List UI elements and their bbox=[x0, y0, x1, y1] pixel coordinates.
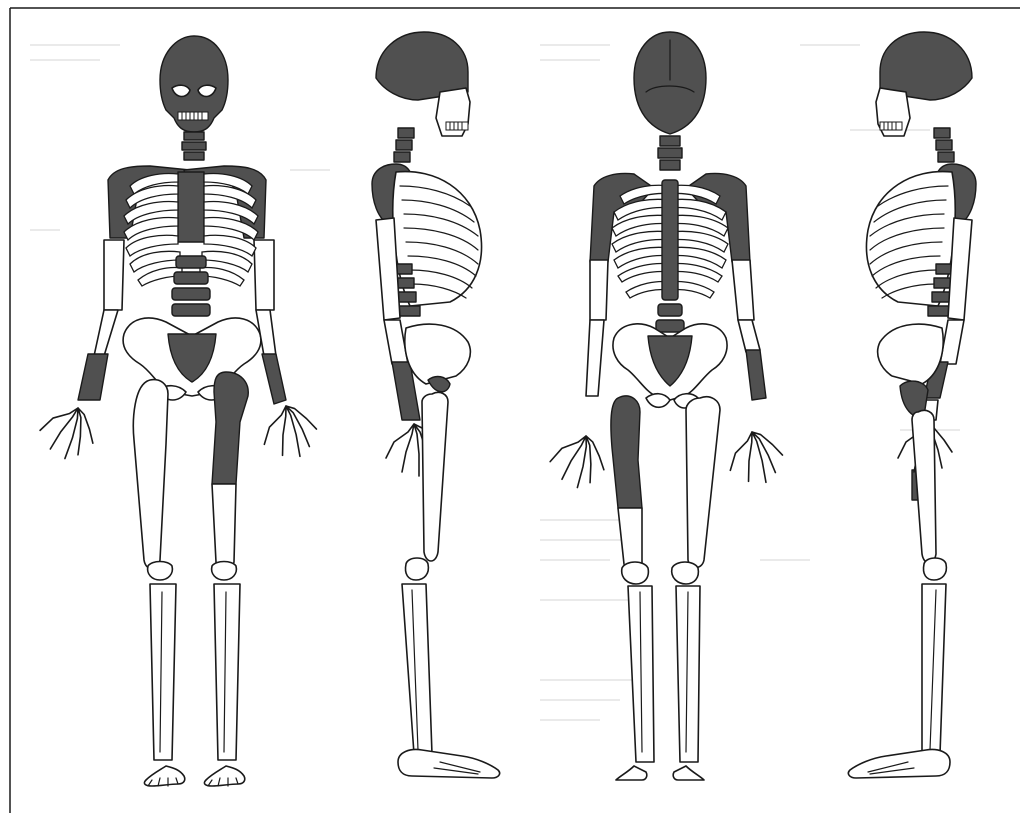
right-hand-posterior bbox=[724, 427, 786, 488]
pelvis-lateral-right bbox=[405, 324, 471, 384]
cervical-spine-lateral-left bbox=[934, 128, 954, 162]
left-femur-anterior bbox=[133, 380, 168, 569]
left-foot-anterior bbox=[144, 766, 184, 786]
right-foot-anterior bbox=[204, 766, 244, 786]
cervical-spine-posterior bbox=[658, 136, 682, 170]
skeleton-anterior-view bbox=[34, 36, 321, 786]
right-forearm-anterior bbox=[262, 354, 286, 404]
right-femur-anterior bbox=[212, 372, 248, 484]
left-foot-posterior bbox=[616, 766, 647, 780]
lumbar-spine-anterior bbox=[172, 256, 210, 316]
left-hand-posterior bbox=[545, 429, 611, 493]
right-hand-anterior bbox=[258, 401, 320, 462]
cervical-spine-lateral-right bbox=[394, 128, 414, 162]
cervical-spine-anterior bbox=[182, 132, 206, 160]
skeleton-posterior-view bbox=[545, 32, 786, 780]
skeleton-lateral-right-view bbox=[372, 32, 500, 778]
skeleton-lateral-left-view bbox=[848, 32, 976, 778]
pelvis-lateral-left bbox=[878, 324, 944, 384]
left-forearm-anterior bbox=[78, 354, 108, 400]
left-hand-anterior bbox=[34, 398, 103, 465]
hip-lateral-right bbox=[428, 377, 450, 392]
right-forearm-posterior bbox=[746, 350, 766, 400]
sternum-anterior bbox=[178, 172, 204, 242]
right-foot-posterior bbox=[673, 766, 704, 780]
left-femur-posterior bbox=[611, 396, 642, 508]
